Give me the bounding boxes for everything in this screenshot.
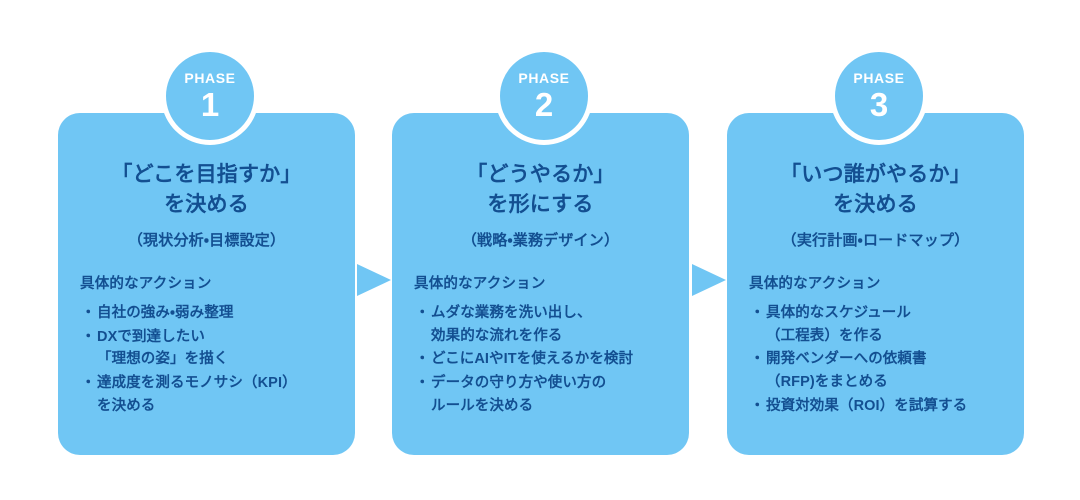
bullet-icon: ・ [750,351,765,368]
phase-card-1: 「どこを目指すか」 を決める （現状分析・目標設定） 具体的なアクション ・ 自… [58,113,355,455]
action-text: データの守り方や使い方のルールを決める [431,375,607,415]
phase-badge-2-number: 2 [534,86,554,123]
arrow-right-icon-phase2-to-phase3 [692,264,726,296]
phase-card-2-title-line-2: を形にする [487,192,594,216]
phase-card-1-actions-list: ・ 自社の強み・弱み整理 ・ DXで到達したい「理想の姿」を描く ・ 達成度を測… [74,302,339,419]
phase-badge-2: PHASE 2 [495,47,593,145]
phase-card-2-content: 「どうやるか」 を形にする （戦略・業務デザイン） 具体的なアクション ・ ムダ… [392,160,689,419]
phase-card-3-title-line-2: を決める [833,192,918,216]
phase-badge-1: PHASE 1 [161,47,259,145]
phase-badge-3-label: PHASE [853,70,905,86]
list-item: ・ データの守り方や使い方のルールを決める [414,372,673,418]
action-text: 具体的なスケジュール（工程表）を作る [766,304,911,344]
action-text: 達成度を測るモノサシ（KPI）を決める [97,375,297,415]
phase-card-1-title-line-1: 「どこを目指すか」 [111,163,302,186]
phase-card-2-actions-heading: 具体的なアクション [414,275,546,292]
action-text: 開発ベンダーへの依頼書（RFP)をまとめる [766,351,927,391]
action-text: 投資対効果（ROI）を試算する [766,398,968,415]
arrow-right-icon-phase1-to-phase2 [357,264,391,296]
phase-card-2-subtitle: （戦略・業務デザイン） [461,231,620,249]
bullet-icon: ・ [750,304,765,321]
phase-badge-3-number: 3 [869,86,889,123]
phase-badge-1-label: PHASE [184,70,236,86]
list-item: ・ 開発ベンダーへの依頼書（RFP)をまとめる [749,348,1008,394]
list-item: ・ ムダな業務を洗い出し、効果的な流れを作る [414,302,673,348]
phase-card-3-actions-heading: 具体的なアクション [749,275,881,292]
phase-card-3-title-line-1: 「いつ誰がやるか」 [780,163,971,186]
phase-badge-1-number: 1 [200,86,220,123]
bullet-icon: ・ [81,304,96,321]
bullet-icon: ・ [415,375,430,392]
phase-card-3-actions-list: ・ 具体的なスケジュール（工程表）を作る ・ 開発ベンダーへの依頼書（RFP)を… [743,302,1008,419]
action-text: ムダな業務を洗い出し、効果的な流れを作る [431,304,592,344]
phase-card-1-title-line-2: を決める [164,192,249,216]
phase-card-2: 「どうやるか」 を形にする （戦略・業務デザイン） 具体的なアクション ・ ムダ… [392,113,689,455]
list-item: ・ 達成度を測るモノサシ（KPI）を決める [80,372,339,418]
phase-card-2-title: 「どうやるか」 を形にする [408,160,673,220]
phase-card-3: 「いつ誰がやるか」 を決める （実行計画・ロードマップ） 具体的なアクション ・… [727,113,1024,455]
phase-badge-3: PHASE 3 [830,47,928,145]
action-text: DXで到達したい「理想の姿」を描く [97,328,229,368]
list-item: ・ 投資対効果（ROI）を試算する [749,395,1008,418]
action-text: 自社の強み・弱み整理 [97,304,234,321]
bullet-icon: ・ [750,398,765,415]
action-text: どこにAIやITを使えるかを検討 [431,351,634,368]
phase-card-3-subtitle: （実行計画・ロードマップ） [781,231,970,249]
phase-badge-2-label: PHASE [518,70,570,86]
bullet-icon: ・ [415,351,430,368]
phase-card-2-title-line-1: 「どうやるか」 [466,163,615,186]
list-item: ・ 自社の強み・弱み整理 [80,302,339,325]
phase-card-1-title: 「どこを目指すか」 を決める [74,160,339,220]
phase-card-1-content: 「どこを目指すか」 を決める （現状分析・目標設定） 具体的なアクション ・ 自… [58,160,355,419]
phase-card-3-content: 「いつ誰がやるか」 を決める （実行計画・ロードマップ） 具体的なアクション ・… [727,160,1024,419]
bullet-icon: ・ [415,304,430,321]
phase-card-1-subtitle: （現状分析・目標設定） [127,231,286,249]
bullet-icon: ・ [81,328,96,345]
bullet-icon: ・ [81,375,96,392]
phase-card-2-actions-list: ・ ムダな業務を洗い出し、効果的な流れを作る ・ どこにAIやITを使えるかを検… [408,302,673,419]
phase-card-1-actions-heading: 具体的なアクション [80,275,212,292]
list-item: ・ 具体的なスケジュール（工程表）を作る [749,302,1008,348]
phase-card-3-title: 「いつ誰がやるか」 を決める [743,160,1008,220]
list-item: ・ DXで到達したい「理想の姿」を描く [80,326,339,372]
list-item: ・ どこにAIやITを使えるかを検討 [414,348,673,371]
